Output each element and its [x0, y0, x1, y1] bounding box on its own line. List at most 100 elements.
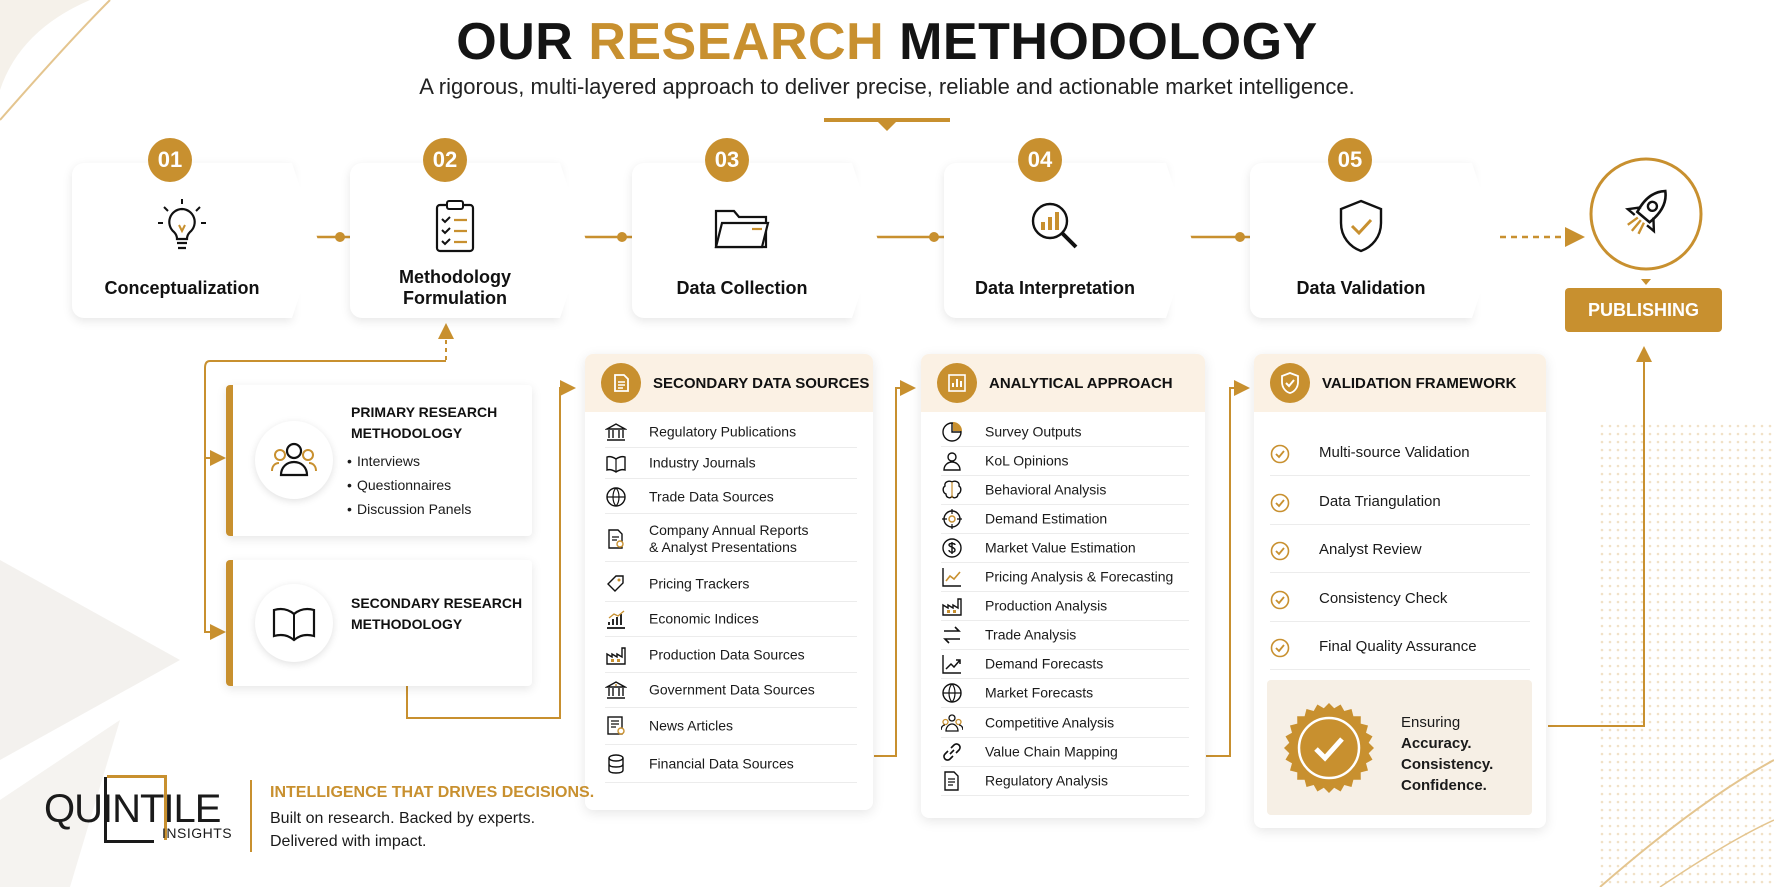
logo-sub: INSIGHTS [162, 825, 233, 841]
rocket-icon [1589, 157, 1703, 285]
source-row: News Articles [605, 708, 857, 745]
analysis-label: Production Analysis [985, 597, 1108, 614]
source-label: Production Data Sources [649, 646, 805, 662]
analysis-label: KoL Opinions [985, 452, 1069, 469]
validation-label: Analyst Review [1319, 541, 1422, 558]
validation-row: Final Quality Assurance [1270, 624, 1530, 670]
seal-line-4: Confidence. [1401, 777, 1487, 794]
analysis-row: Competitive Analysis [941, 709, 1189, 738]
seal-line-2: Accuracy. [1401, 735, 1472, 752]
link-icon [943, 742, 961, 761]
validation-row: Consistency Check [1270, 576, 1530, 622]
analytical-approach-title: ANALYTICAL APPROACH [989, 375, 1173, 392]
footer-line-2: Delivered with impact. [270, 833, 427, 850]
logo-frame-inner [104, 777, 154, 843]
team-icon [941, 713, 963, 732]
source-label: Economic Indices [649, 610, 759, 626]
page-title: OUR RESEARCH METHODOLOGY [0, 12, 1774, 72]
analysis-label: Regulatory Analysis [985, 772, 1108, 789]
analysis-label: Demand Estimation [985, 510, 1108, 527]
step-label-4: Data Interpretation [974, 278, 1136, 298]
primary-item-3: Discussion Panels [347, 501, 471, 517]
analysis-row: KoL Opinions [941, 447, 1189, 476]
validation-row: Analyst Review [1270, 527, 1530, 573]
secondary-title-line1: SECONDARY RESEARCH [351, 595, 523, 611]
primary-item-1: Interviews [347, 453, 420, 469]
source-row: Economic Indices [605, 602, 857, 637]
analysis-row: Market Value Estimation [941, 534, 1189, 563]
footer-line-1: Built on research. Backed by experts. [270, 810, 536, 827]
step-number-3: 03 [705, 138, 749, 182]
secondary-research-card: SECONDARY RESEARCH METHODOLOGY [226, 560, 532, 686]
title-part2: METHODOLOGY [899, 13, 1318, 71]
source-label: Trade Data Sources [649, 488, 774, 504]
check-circle-icon [1270, 590, 1290, 609]
primary-title-line1: PRIMARY RESEARCH [351, 404, 498, 420]
analysis-row: Demand Forecasts [941, 650, 1189, 680]
analysis-row: Regulatory Analysis [941, 767, 1189, 796]
source-label: Industry Journals [649, 454, 756, 470]
source-label: Financial Data Sources [649, 755, 794, 771]
report-icon [608, 528, 624, 549]
source-row: Company Annual Reports& Analyst Presenta… [605, 517, 857, 562]
line-chart-icon [942, 568, 961, 587]
document-icon [614, 374, 629, 392]
government-icon [605, 680, 627, 699]
secondary-sources-title: SECONDARY DATA SOURCES [653, 375, 870, 392]
book-icon [606, 455, 626, 473]
analysis-row: Behavioral Analysis [941, 476, 1189, 505]
analysis-row: Survey Outputs [941, 418, 1189, 447]
validation-title: VALIDATION FRAMEWORK [1322, 375, 1517, 392]
primary-item-2: Questionnaires [347, 477, 451, 493]
check-circle-icon [1270, 444, 1290, 464]
folder-icon [714, 209, 770, 249]
validation-label: Data Triangulation [1319, 492, 1441, 510]
validation-label: Final Quality Assurance [1319, 638, 1477, 655]
validation-row: Multi-source Validation [1270, 430, 1530, 476]
lightbulb-icon [158, 199, 206, 250]
source-label: Company Annual Reports& Analyst Presenta… [649, 521, 809, 555]
check-circle-icon [1270, 493, 1290, 512]
analysis-label: Pricing Analysis & Forecasting [985, 568, 1174, 585]
primary-research-title: PRIMARY RESEARCH METHODOLOGY [351, 402, 497, 444]
step-card-5: Data Validation [1250, 163, 1498, 318]
primary-research-card: PRIMARY RESEARCH METHODOLOGY Interviews Q… [226, 385, 532, 536]
analysis-label: Demand Forecasts [985, 655, 1104, 672]
step-label-2-line1: Methodology [399, 267, 511, 287]
step-number-2: 02 [423, 138, 467, 182]
source-row: Regulatory Publications [605, 417, 857, 448]
logo-frame [107, 775, 167, 840]
page-subtitle: A rigorous, multi-layered approach to de… [419, 74, 1355, 99]
exchange-icon [943, 626, 961, 644]
source-label: Pricing Trackers [649, 575, 750, 591]
validation-label: Multi-source Validation [1319, 444, 1470, 461]
target-icon [942, 508, 962, 529]
seal-line-1: Ensuring [1401, 714, 1461, 731]
publishing-badge: PUBLISHING [1565, 288, 1722, 332]
factory-icon [606, 646, 626, 665]
title-accent: RESEARCH [588, 13, 885, 71]
analytics-icon [948, 374, 966, 392]
logo: QUINTILE INSIGHTS [44, 775, 244, 845]
source-row: Pricing Trackers [605, 567, 857, 602]
source-label: Regulatory Publications [649, 423, 797, 439]
validation-row: Data Triangulation [1270, 479, 1530, 525]
analysis-label: Trade Analysis [985, 626, 1077, 643]
source-label: Government Data Sources [649, 681, 815, 697]
step-number-5: 05 [1328, 138, 1372, 182]
step-card-3: Data Collection [632, 163, 878, 318]
bar-chart-icon [607, 610, 625, 629]
dollar-icon [942, 538, 962, 558]
analysis-label: Value Chain Mapping [985, 743, 1118, 760]
title-part1: OUR [456, 13, 574, 71]
logo-main: QUINTILE [44, 787, 221, 831]
step-number-4: 04 [1018, 138, 1062, 182]
primary-title-line2: METHODOLOGY [351, 425, 463, 441]
document-icon [944, 770, 959, 791]
secondary-title-line2: METHODOLOGY [351, 616, 463, 632]
analysis-label: Competitive Analysis [985, 714, 1115, 730]
